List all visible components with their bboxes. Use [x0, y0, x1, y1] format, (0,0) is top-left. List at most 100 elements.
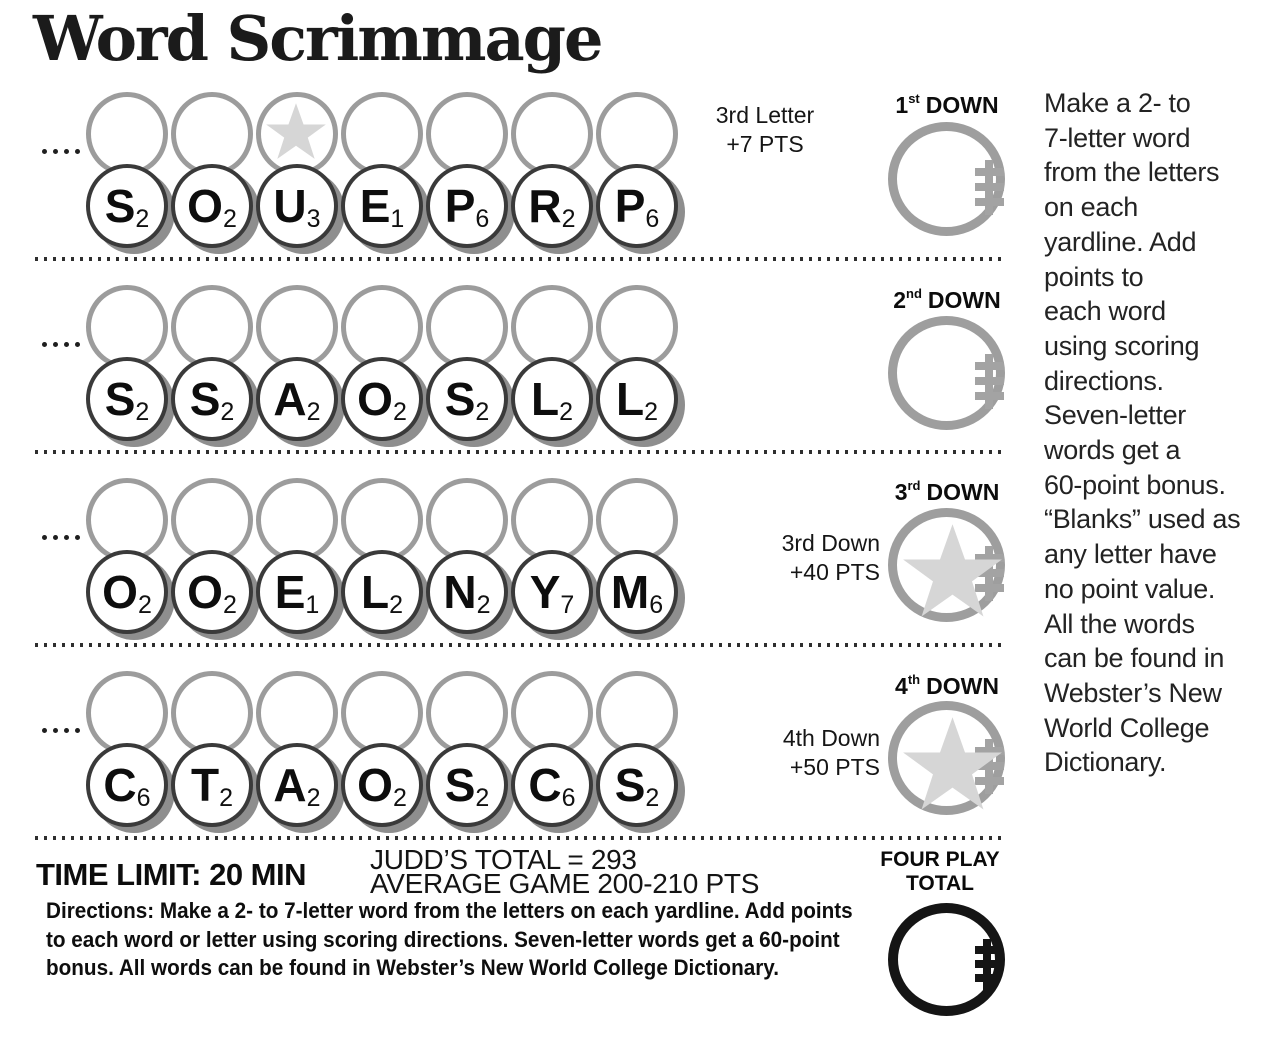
tile-points: 2 — [135, 204, 150, 233]
answer-slot — [256, 92, 338, 176]
lace-cross — [975, 974, 999, 982]
down-word: DOWN — [926, 479, 1000, 505]
tile-points: 2 — [559, 397, 573, 426]
tile-letter: S — [444, 759, 476, 811]
tile-letter: L — [360, 566, 389, 618]
dot — [64, 149, 69, 154]
tile-letter: O — [187, 180, 223, 232]
tile-letter: O — [357, 373, 393, 425]
tile-points: 7 — [560, 590, 575, 619]
separator-line — [35, 450, 1007, 454]
answer-slot — [426, 478, 508, 562]
tile-points: 2 — [222, 590, 237, 619]
page-title: Word Scrimmage — [33, 2, 603, 75]
dot — [53, 535, 58, 540]
tile-letter: S — [104, 373, 136, 425]
dot — [53, 149, 58, 154]
lace-cross — [975, 584, 1004, 592]
lace-cross — [975, 168, 1004, 176]
tile-letter: C — [103, 759, 136, 811]
lace-cross — [975, 198, 1004, 206]
tile-letter: L — [530, 373, 559, 425]
time-limit-label: TIME LIMIT: 20 MIN — [36, 857, 307, 892]
tile-points: 1 — [305, 590, 320, 619]
judds-total-label: JUDD’S TOTAL = 293 — [370, 844, 637, 875]
tile-points: 6 — [645, 204, 660, 233]
answer-slot — [171, 92, 253, 176]
tile-points: 2 — [219, 783, 233, 812]
tile-points: 2 — [306, 783, 321, 812]
yardline-dots — [42, 149, 80, 154]
tile-letter: C — [528, 759, 561, 811]
dot — [53, 728, 58, 733]
lace-cross — [975, 362, 1004, 370]
answer-slot — [426, 92, 508, 176]
instructions-text: Make a 2- to 7-letter word from the lett… — [1044, 88, 1241, 778]
down-ordinal: 4 — [895, 673, 908, 699]
bonus-note-1st-down: 3rd Letter +7 PTS — [715, 102, 815, 157]
tile-points: 2 — [644, 397, 658, 426]
down-ordinal-suffix: th — [907, 672, 921, 688]
separator-line — [35, 836, 1007, 840]
tile-points: 2 — [389, 590, 403, 619]
dot — [75, 535, 80, 540]
tile-points: 2 — [645, 783, 660, 812]
dot — [64, 342, 69, 347]
down-word: DOWN — [927, 287, 1001, 313]
tile-points: 2 — [476, 590, 491, 619]
answer-slot — [426, 285, 508, 369]
separator-line — [35, 257, 1007, 261]
tile-letter: U — [273, 180, 306, 232]
football-icon — [888, 316, 1005, 430]
down-ordinal-suffix: rd — [907, 478, 921, 494]
tile-points: 2 — [392, 783, 407, 812]
lace-cross — [975, 946, 999, 954]
lace-cross — [975, 392, 1004, 400]
tile-letter: M — [610, 566, 649, 618]
tile-points: 6 — [561, 783, 576, 812]
tile-letter: E — [274, 566, 306, 618]
lace-cross — [975, 762, 1004, 770]
star-icon — [266, 103, 326, 159]
lace-cross — [975, 377, 1004, 385]
answer-slot — [256, 671, 338, 755]
directions-text: Directions: Make a 2- to 7-letter word f… — [46, 898, 853, 980]
tile-letter: S — [189, 373, 221, 425]
down-ordinal-suffix: nd — [906, 286, 922, 302]
down-label-2: 2nd DOWN — [880, 286, 1014, 314]
tile-points: 2 — [475, 783, 490, 812]
lace-cross — [975, 960, 999, 968]
down-ordinal: 2 — [893, 287, 907, 313]
tile-letter: A — [273, 373, 306, 425]
average-game-label: AVERAGE GAME 200-210 PTS — [370, 868, 760, 899]
tile-letter: P — [614, 180, 646, 232]
dot — [53, 342, 58, 347]
down-word: DOWN — [925, 92, 999, 118]
tile-points: 6 — [475, 204, 490, 233]
tile-points: 2 — [475, 397, 490, 426]
football-icon — [888, 508, 1005, 622]
tile-points: 2 — [392, 397, 407, 426]
tile-letter: S — [104, 180, 136, 232]
tile-points: 2 — [222, 204, 237, 233]
lace-cross — [975, 183, 1004, 191]
